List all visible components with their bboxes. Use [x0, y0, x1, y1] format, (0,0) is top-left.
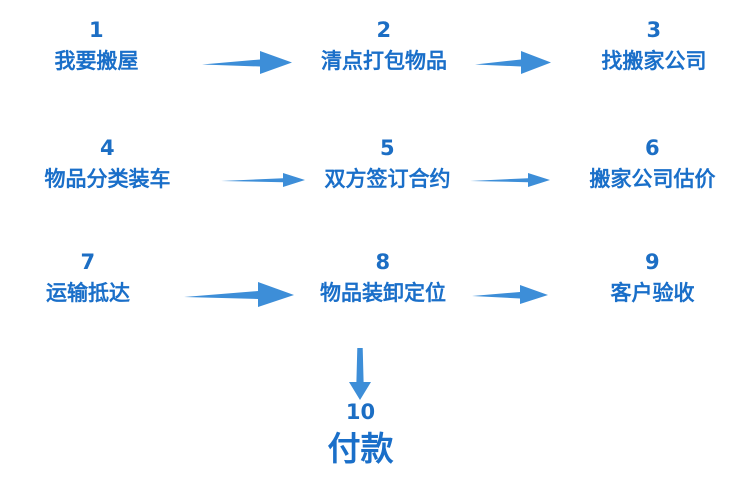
node-label: 搬家公司估价 — [589, 167, 716, 191]
flow-node-7[interactable]: 7 运输抵达 — [0, 250, 176, 308]
flow-node-6[interactable]: 6 搬家公司估价 — [555, 136, 750, 194]
node-number: 8 — [375, 250, 391, 274]
arrow-2-to-3 — [468, 18, 558, 80]
arrow-5-to-6 — [465, 136, 555, 198]
node-number: 7 — [80, 250, 96, 274]
node-number: 1 — [88, 18, 105, 42]
arrow-7-to-8 — [176, 250, 301, 312]
node-label: 双方签订合约 — [324, 167, 451, 191]
node-label: 找搬家公司 — [601, 49, 707, 73]
flow-node-2[interactable]: 2 清点打包物品 — [300, 18, 468, 76]
arrow-right-icon — [472, 283, 548, 305]
arrow-8-to-9 — [465, 250, 555, 312]
node-label: 运输抵达 — [46, 281, 130, 305]
arrow-right-icon — [475, 49, 551, 75]
arrow-4-to-5 — [215, 136, 310, 198]
arrow-1-to-2 — [193, 18, 300, 80]
node-number: 4 — [99, 136, 116, 160]
node-label: 客户验收 — [610, 281, 695, 305]
arrow-right-icon — [201, 49, 292, 75]
flow-node-5[interactable]: 5 双方签订合约 — [310, 136, 465, 194]
arrow-8-to-10 — [340, 348, 380, 402]
node-label: 物品装卸定位 — [320, 281, 446, 305]
flow-row-3: 7 运输抵达 8 物品装卸定位 9 客户验收 — [0, 250, 750, 312]
node-label: 我要搬屋 — [54, 49, 139, 73]
arrow-right-icon — [220, 172, 305, 188]
node-label: 物品分类装车 — [44, 167, 171, 191]
flow-node-4[interactable]: 4 物品分类装车 — [0, 136, 215, 194]
flow-node-1[interactable]: 1 我要搬屋 — [0, 18, 193, 76]
node-number: 9 — [644, 250, 661, 274]
node-number: 10 — [345, 400, 376, 424]
flow-node-9[interactable]: 9 客户验收 — [555, 250, 750, 308]
flow-node-8[interactable]: 8 物品装卸定位 — [301, 250, 465, 308]
arrow-right-icon — [183, 280, 294, 308]
flow-row-1: 1 我要搬屋 2 清点打包物品 3 找搬家公司 — [0, 18, 750, 80]
node-number: 5 — [379, 136, 396, 160]
node-number: 2 — [376, 18, 392, 42]
arrow-down-icon — [340, 348, 380, 406]
node-label: 付款 — [327, 429, 394, 468]
node-label: 清点打包物品 — [321, 49, 447, 73]
flow-node-10[interactable]: 10 付款 — [268, 400, 453, 471]
arrow-right-icon — [470, 172, 550, 188]
node-number: 6 — [644, 136, 661, 160]
flow-row-2: 4 物品分类装车 5 双方签订合约 6 搬家公司估价 — [0, 136, 750, 198]
node-number: 3 — [646, 18, 662, 42]
flow-node-3[interactable]: 3 找搬家公司 — [558, 18, 750, 76]
